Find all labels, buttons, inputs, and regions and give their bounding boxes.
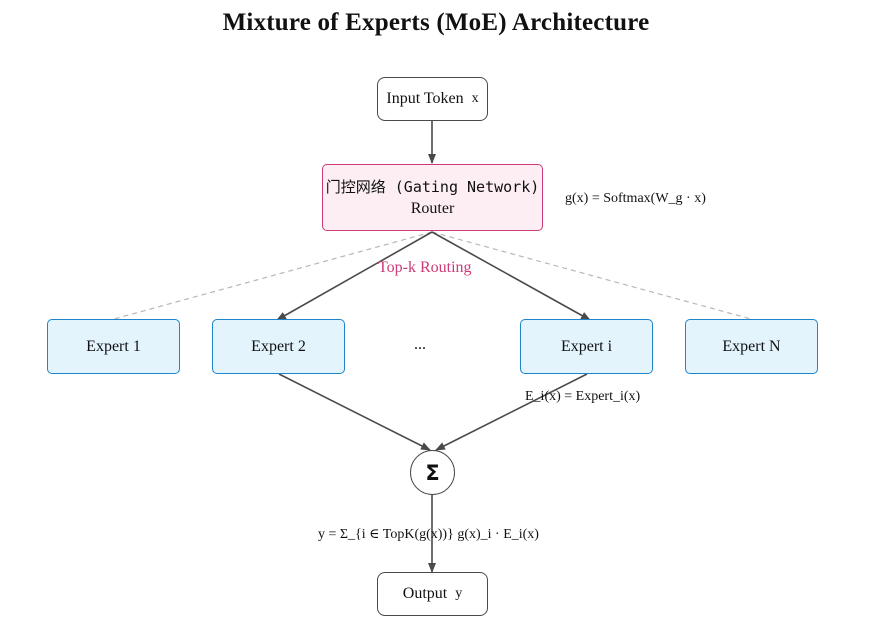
experts-ellipsis: ... [414, 336, 426, 353]
arrow-gating-to-expert-i [431, 231, 591, 321]
sum-node: Σ [410, 450, 455, 495]
input-token-label: Input Token [386, 90, 464, 107]
diagram-title: Mixture of Experts (MoE) Architecture [222, 9, 650, 36]
arrow-expert-2-to-sum [278, 373, 431, 451]
gating-network-label: 门控网络 (Gating Network) [325, 177, 540, 196]
inactive-route-expert-1 [113, 231, 433, 320]
expert-1-node: Expert 1 [47, 319, 180, 374]
expert-n-node: Expert N [685, 319, 818, 374]
expert-2-node: Expert 2 [212, 319, 345, 374]
expert-formula: E_i(x) = Expert_i(x) [525, 389, 641, 404]
expert-i-node: Expert i [520, 319, 653, 374]
output-var: y [455, 586, 463, 601]
inactive-route-expert-n [431, 231, 752, 320]
input-token-var: x [471, 91, 479, 106]
routing-label: Top-k Routing [378, 259, 472, 276]
gating-network-node: 门控网络 (Gating Network) Router [322, 164, 543, 231]
router-label: Router [410, 199, 455, 217]
arrow-expert-i-to-sum [435, 373, 588, 451]
output-formula: y = Σ_{i ∈ TopK(g(x))} g(x)_i · E_i(x) [318, 527, 539, 542]
arrow-gating-to-expert-2 [276, 231, 433, 321]
input-token-node: Input Token x [377, 77, 488, 121]
output-label: Output [402, 585, 448, 602]
gating-formula: g(x) = Softmax(W_g · x) [565, 191, 706, 206]
